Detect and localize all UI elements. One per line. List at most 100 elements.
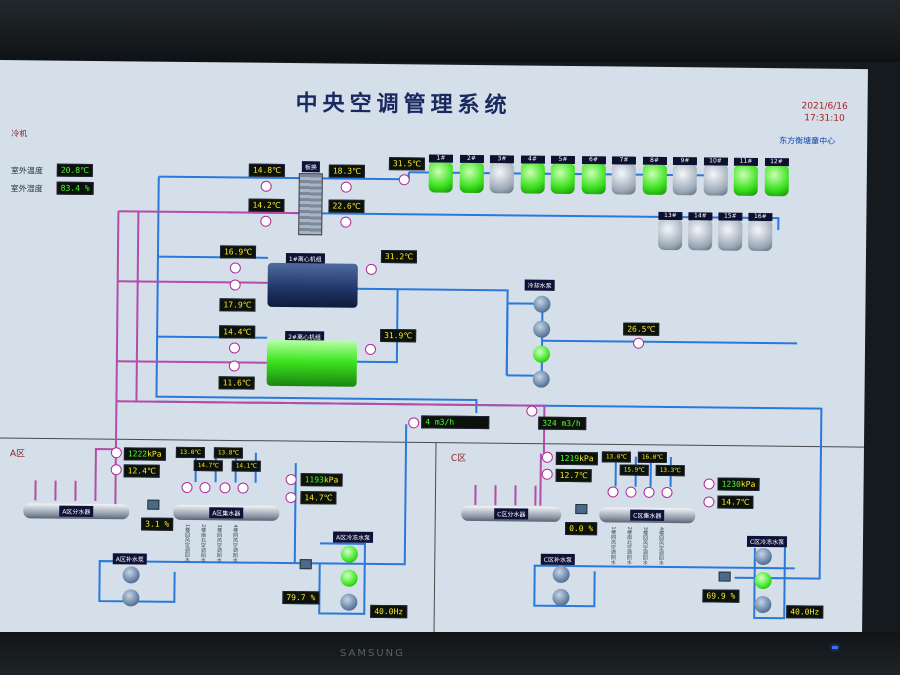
sensor-ring[interactable]: [364, 343, 377, 355]
chiller1[interactable]: [267, 262, 358, 308]
cooling-tower-14[interactable]: 14#: [688, 212, 713, 251]
cooling-tower-11[interactable]: 11#: [733, 157, 759, 196]
zone-c-bypass-valve[interactable]: [575, 504, 588, 515]
zone-c-branch-temp: 13.0℃: [601, 451, 632, 463]
app-title: 中央空调管理系统: [295, 91, 512, 119]
cooling-tower-body: [642, 164, 667, 195]
zone-c-makeup-pump-1[interactable]: [552, 565, 570, 583]
zone-a-supply-pressure: 1222kPa: [123, 447, 166, 461]
cooling-tower-4[interactable]: 4#: [520, 155, 545, 194]
sensor-ring[interactable]: [228, 360, 240, 372]
zone-c-valve-open: 0.0 %: [565, 521, 598, 536]
sensor-ring[interactable]: [340, 181, 352, 193]
cooling-tower-8[interactable]: 8#: [642, 156, 667, 195]
zone-a-branch-name: 2楼南北空调回水: [199, 524, 207, 563]
sensor-ring[interactable]: [607, 486, 619, 498]
cooling-tower-label: 9#: [672, 157, 698, 166]
zone-c-return-header[interactable]: C区集水器: [599, 507, 696, 524]
sensor-ring[interactable]: [541, 468, 553, 480]
sensor-ring[interactable]: [340, 216, 352, 228]
cooling-tower-label: 2#: [459, 154, 484, 164]
zone-a-bypass-valve[interactable]: [147, 499, 160, 510]
monitor-bezel-top: [0, 0, 900, 62]
sensor-ring[interactable]: [237, 482, 249, 494]
chiller1-return-temp: 17.9℃: [219, 298, 256, 312]
zone-a-supply-header[interactable]: A区分水器: [23, 503, 130, 520]
sensor-ring[interactable]: [661, 486, 673, 499]
sensor-ring[interactable]: [703, 478, 715, 490]
sensor-ring[interactable]: [625, 486, 637, 498]
sensor-ring[interactable]: [229, 262, 241, 274]
cooling-tower-12[interactable]: 12#: [764, 158, 789, 197]
chiller1-out-temp: 31.2℃: [380, 250, 418, 264]
cooling-tower-3[interactable]: 3#: [489, 155, 515, 194]
cooling-tower-2[interactable]: 2#: [459, 154, 484, 194]
zone-a-makeup-pump-1[interactable]: [122, 566, 140, 584]
sensor-ring[interactable]: [219, 482, 231, 494]
sensor-ring[interactable]: [398, 174, 410, 186]
cooling-tower-body: [459, 162, 484, 194]
zone-a-makeup-pump-label: A区补水泵: [112, 553, 147, 565]
zone-c-return-pressure: 1230kPa: [717, 477, 760, 491]
sensor-ring[interactable]: [110, 464, 122, 476]
sensor-ring[interactable]: [229, 279, 241, 291]
sensor-ring[interactable]: [199, 482, 211, 494]
cooling-tower-body: [703, 165, 728, 196]
sensor-ring[interactable]: [285, 492, 297, 504]
cooling-tower-15[interactable]: 15#: [718, 212, 743, 251]
zone-c-circ-pump-3[interactable]: [754, 595, 772, 614]
cooling-pump-1[interactable]: [533, 295, 551, 313]
reading-t4: 22.6℃: [328, 199, 365, 213]
sensor-ring[interactable]: [365, 263, 377, 275]
cooling-tower-16[interactable]: 16#: [748, 212, 773, 252]
sensor-ring[interactable]: [260, 180, 272, 192]
zone-c-makeup-pump-2[interactable]: [552, 588, 570, 606]
zone-a-circ-pump-1[interactable]: [340, 545, 358, 563]
sensor-ring[interactable]: [633, 337, 645, 349]
zone-a-pump-valve[interactable]: [299, 559, 312, 570]
zone-a-circ-pump-2[interactable]: [340, 569, 358, 587]
zone-c-supply-temp: 12.7℃: [555, 468, 592, 483]
plate-exchanger-label: 板换: [301, 161, 320, 173]
zone-a-circ-pump-label: A区冷冻水泵: [332, 531, 374, 543]
cooling-tower-label: 1#: [428, 154, 454, 163]
cooling-tower-6[interactable]: 6#: [581, 156, 606, 195]
sensor-ring[interactable]: [643, 486, 655, 498]
plate-exchanger[interactable]: [298, 173, 323, 236]
zone-a-makeup-pump-2[interactable]: [122, 589, 140, 607]
outdoor-temp-value: 20.8℃: [56, 163, 94, 177]
cooling-tower-body: [489, 163, 514, 194]
sensor-ring[interactable]: [541, 451, 553, 463]
outdoor-humidity-label: 室外湿度: [10, 184, 43, 194]
cooling-tower-body: [748, 220, 773, 252]
sensor-ring[interactable]: [526, 405, 538, 417]
zone-c-supply-pressure: 1219kPa: [555, 451, 598, 466]
zone-c-pump-valve[interactable]: [718, 571, 731, 582]
zone-c-circ-pump-2[interactable]: [754, 571, 772, 590]
sensor-ring[interactable]: [228, 342, 241, 354]
sensor-ring[interactable]: [110, 447, 122, 459]
cooling-tower-13[interactable]: 13#: [658, 211, 683, 251]
zone-c-supply-header[interactable]: C区分水器: [461, 505, 562, 522]
clock: 2021/6/16 17:31:10: [801, 100, 848, 124]
zone-a-circ-pump-3[interactable]: [340, 593, 358, 611]
cooling-pump-3[interactable]: [532, 345, 551, 363]
sensor-ring[interactable]: [260, 215, 272, 227]
sensor-ring[interactable]: [703, 496, 715, 508]
cooling-pump-2[interactable]: [533, 320, 551, 338]
zone-a-branch-temp: 14.7℃: [193, 460, 224, 472]
zone-a-supply-temp: 12.4℃: [123, 464, 161, 478]
zone-a-branch-temp: 13.8℃: [213, 447, 244, 459]
cooling-tower-5[interactable]: 5#: [550, 155, 576, 195]
cooling-tower-10[interactable]: 10#: [703, 157, 728, 196]
sensor-ring[interactable]: [285, 474, 297, 486]
cooling-tower-7[interactable]: 7#: [611, 156, 637, 195]
chiller2[interactable]: [266, 339, 358, 387]
zone-a-return-header[interactable]: A区集水器: [173, 504, 280, 521]
sensor-ring[interactable]: [181, 481, 193, 494]
cooling-tower-9[interactable]: 9#: [672, 157, 698, 196]
sensor-ring[interactable]: [408, 417, 420, 429]
cooling-tower-1[interactable]: 1#: [428, 154, 454, 193]
zone-c-circ-pump-1[interactable]: [754, 547, 772, 566]
cooling-pump-4[interactable]: [532, 370, 550, 388]
